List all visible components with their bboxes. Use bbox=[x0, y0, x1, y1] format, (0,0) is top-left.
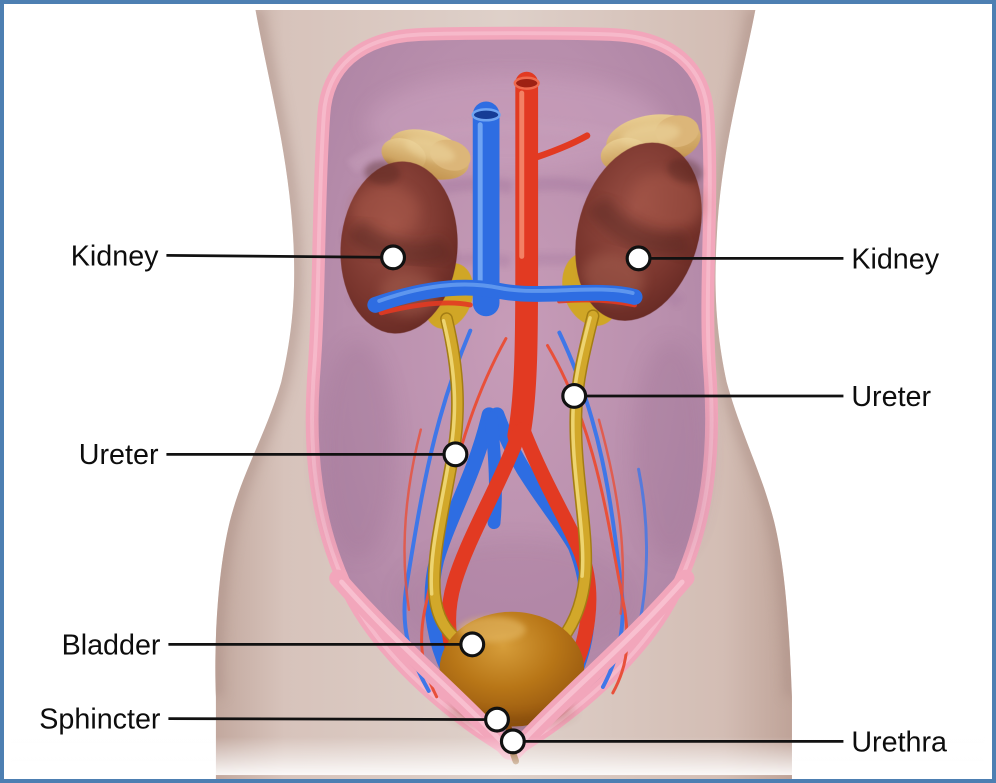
label-urethra: Urethra bbox=[851, 726, 947, 758]
vena-cava-opening bbox=[471, 108, 501, 122]
label-ureter-left: Ureter bbox=[79, 439, 159, 471]
leader-lines bbox=[166, 254, 844, 743]
callout-labels: Kidney Kidney Ureter Ureter Bladder Sphi… bbox=[39, 240, 947, 758]
marker-dot-bladder bbox=[459, 631, 486, 658]
marker-dots bbox=[380, 244, 652, 755]
label-kidney-left: Kidney bbox=[71, 240, 159, 272]
leader-line-kidney-left bbox=[166, 254, 394, 259]
marker-dot-kidney-left bbox=[380, 244, 407, 271]
label-bladder: Bladder bbox=[62, 629, 161, 661]
label-ureter-right: Ureter bbox=[851, 381, 931, 413]
right-ureter bbox=[548, 309, 600, 654]
marker-dot-ureter-left bbox=[442, 441, 469, 468]
marker-dot-sphincter bbox=[484, 706, 510, 733]
label-sphincter: Sphincter bbox=[39, 704, 161, 736]
aorta-opening bbox=[513, 76, 540, 90]
diagram-canvas: Kidney Kidney Ureter Ureter Bladder Sphi… bbox=[11, 9, 985, 779]
bottom-fade bbox=[11, 736, 985, 776]
label-kidney-right: Kidney bbox=[851, 243, 939, 275]
marker-dot-urethra bbox=[499, 728, 526, 755]
vena-cava bbox=[472, 101, 500, 317]
renal-vessels bbox=[367, 279, 643, 316]
leader-line-sphincter bbox=[168, 717, 498, 721]
pelvic-floor-band bbox=[329, 569, 695, 760]
marker-dot-kidney-right bbox=[625, 245, 652, 272]
marker-dot-ureter-right bbox=[561, 382, 588, 409]
